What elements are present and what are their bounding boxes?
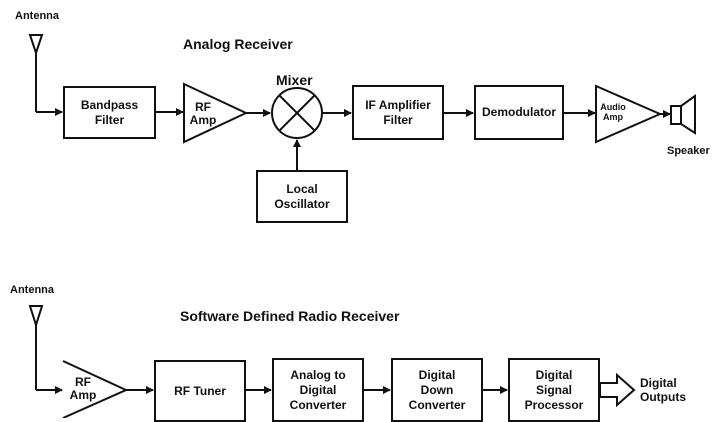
mixer-label: Mixer <box>276 72 313 88</box>
sdr-antenna-icon <box>28 305 44 329</box>
dsp-block: Digital Signal Processor <box>508 358 600 422</box>
adc-label: Analog to Digital Converter <box>289 367 347 412</box>
digital-outputs-arrow <box>599 372 636 408</box>
bandpass-filter-label: Bandpass Filter <box>80 97 139 127</box>
ddc-label: Digital Down Converter <box>408 367 466 412</box>
mixer-icon <box>271 87 323 139</box>
demodulator-label: Demodulator <box>481 105 556 119</box>
antenna-icon <box>28 34 44 57</box>
audio-amp-triangle <box>595 84 663 144</box>
local-oscillator-label: Local Oscillator <box>274 181 330 211</box>
if-amplifier-filter-label: IF Amplifier Filter <box>365 97 431 127</box>
bandpass-filter-block: Bandpass Filter <box>63 86 156 139</box>
ddc-block: Digital Down Converter <box>391 358 483 422</box>
speaker-label: Speaker <box>667 145 710 157</box>
audio-amp-label: Audio Amp <box>600 102 626 122</box>
adc-block: Analog to Digital Converter <box>272 358 364 422</box>
local-oscillator-block: Local Oscillator <box>256 170 348 223</box>
rf-amp-label: RF Amp <box>189 100 217 128</box>
analog-receiver-title: Analog Receiver <box>183 36 293 52</box>
rf-amp-triangle <box>183 82 249 144</box>
speaker-icon <box>670 94 696 135</box>
demodulator-block: Demodulator <box>474 85 564 140</box>
sdr-rf-amp-label: RF Amp <box>69 375 97 403</box>
if-amplifier-filter-block: IF Amplifier Filter <box>352 85 444 140</box>
sdr-antenna-label: Antenna <box>10 284 54 296</box>
sdr-receiver-title: Software Defined Radio Receiver <box>180 308 400 324</box>
dsp-label: Digital Signal Processor <box>524 367 584 412</box>
rf-tuner-label: RF Tuner <box>174 383 226 398</box>
antenna-label: Antenna <box>15 10 59 22</box>
rf-tuner-block: RF Tuner <box>154 360 246 422</box>
digital-outputs-label: Digital Outputs <box>640 376 686 404</box>
